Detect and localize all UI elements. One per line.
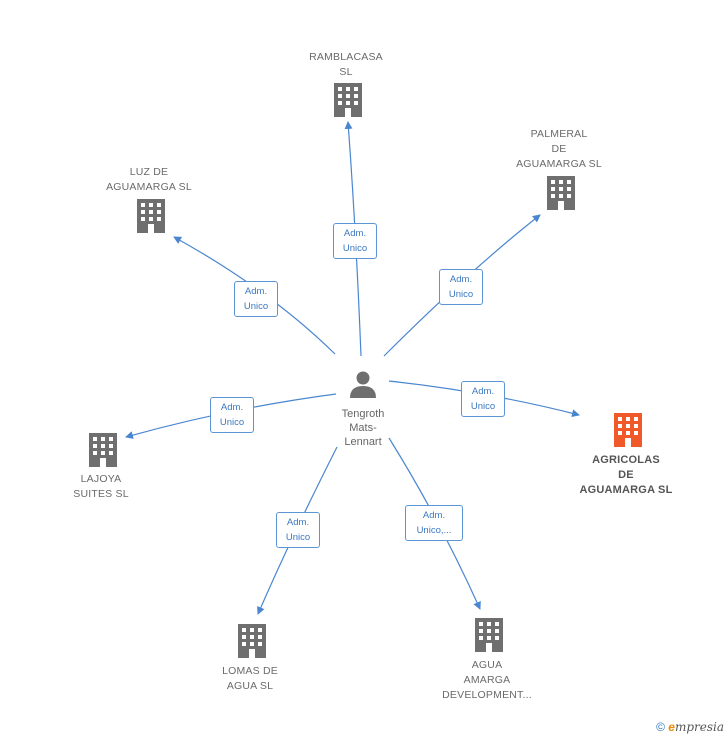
person-name-line: Mats- <box>349 422 377 434</box>
edge-label-line: Adm. <box>244 286 268 297</box>
company-label-line: AGUAMARGA SL <box>579 484 673 496</box>
company-label-ramblacasa[interactable]: RAMBLACASA SL <box>276 50 416 80</box>
company-label-line: AGRICOLAS <box>592 454 660 466</box>
building-icon-ramblacasa[interactable] <box>334 83 362 117</box>
company-label-line: AGUA SL <box>226 680 274 692</box>
company-label-line: DEVELOPMENT... <box>442 689 532 701</box>
edge-label-line: Unico <box>342 243 368 254</box>
edge-label-lomas[interactable]: Adm. Unico <box>276 512 320 548</box>
edge-label-line: Unico <box>470 401 496 412</box>
edge-label-line: Adm. <box>220 402 244 413</box>
company-label-line: AMARGA <box>463 674 511 686</box>
copyright-icon: © <box>656 720 665 734</box>
company-label-line: SL <box>339 66 353 78</box>
edge-label-palmeral[interactable]: Adm. Unico <box>439 269 483 305</box>
company-label-lajoya[interactable]: LAJOYA SUITES SL <box>31 472 171 502</box>
brand-name: mpresia <box>674 720 724 734</box>
building-icon-agua[interactable] <box>475 618 503 652</box>
footer-brand: © empresia <box>656 720 724 734</box>
company-label-luz[interactable]: LUZ DE AGUAMARGA SL <box>79 165 219 195</box>
company-label-palmeral[interactable]: PALMERAL DE AGUAMARGA SL <box>489 127 629 172</box>
company-label-agua[interactable]: AGUA AMARGA DEVELOPMENT... <box>417 658 557 703</box>
edge-label-line: Adm. <box>286 517 310 528</box>
company-label-line: AGUA <box>471 659 503 671</box>
company-label-line: LAJOYA <box>80 473 122 485</box>
edge-label-line: Unico <box>243 301 269 312</box>
building-icon-lajoya[interactable] <box>89 433 117 467</box>
edge-label-lajoya[interactable]: Adm. Unico <box>210 397 254 433</box>
company-label-line: DE <box>551 143 567 155</box>
building-icon-lomas[interactable] <box>238 624 266 658</box>
building-icon-agricolas[interactable] <box>614 413 642 447</box>
edge-label-line: Unico,... <box>416 525 452 536</box>
edge-label-line: Unico <box>285 532 311 543</box>
edge-label-line: Adm. <box>471 386 495 397</box>
company-label-line: SUITES SL <box>73 488 129 500</box>
edge-label-line: Adm. <box>343 228 367 239</box>
edge-label-luz[interactable]: Adm. Unico <box>234 281 278 317</box>
company-label-agricolas[interactable]: AGRICOLAS DE AGUAMARGA SL <box>556 453 696 498</box>
company-label-line: LUZ DE <box>129 166 169 178</box>
edge-label-agricolas[interactable]: Adm. Unico <box>461 381 505 417</box>
building-icon-luz[interactable] <box>137 199 165 233</box>
edge-label-line: Adm. <box>449 274 473 285</box>
company-label-lomas[interactable]: LOMAS DE AGUA SL <box>180 664 320 694</box>
company-label-line: AGUAMARGA SL <box>106 181 192 193</box>
edge-label-line: Unico <box>219 417 245 428</box>
edge-label-agua[interactable]: Adm. Unico,... <box>405 505 463 541</box>
company-label-line: LOMAS DE <box>222 665 278 677</box>
edge-label-line: Adm. <box>422 510 446 521</box>
person-name-line: Lennart <box>344 436 382 448</box>
building-icon-palmeral[interactable] <box>547 176 575 210</box>
person-name-line: Tengroth <box>341 408 385 420</box>
brand-logo-e: e <box>668 720 675 734</box>
company-label-line: RAMBLACASA <box>309 51 383 63</box>
edge-label-line: Unico <box>448 289 474 300</box>
company-label-line: PALMERAL <box>530 128 588 140</box>
company-label-line: AGUAMARGA SL <box>516 158 602 170</box>
edge-label-ramblacasa[interactable]: Adm. Unico <box>333 223 377 259</box>
company-label-line: DE <box>618 469 634 481</box>
person-icon[interactable] <box>350 371 376 399</box>
